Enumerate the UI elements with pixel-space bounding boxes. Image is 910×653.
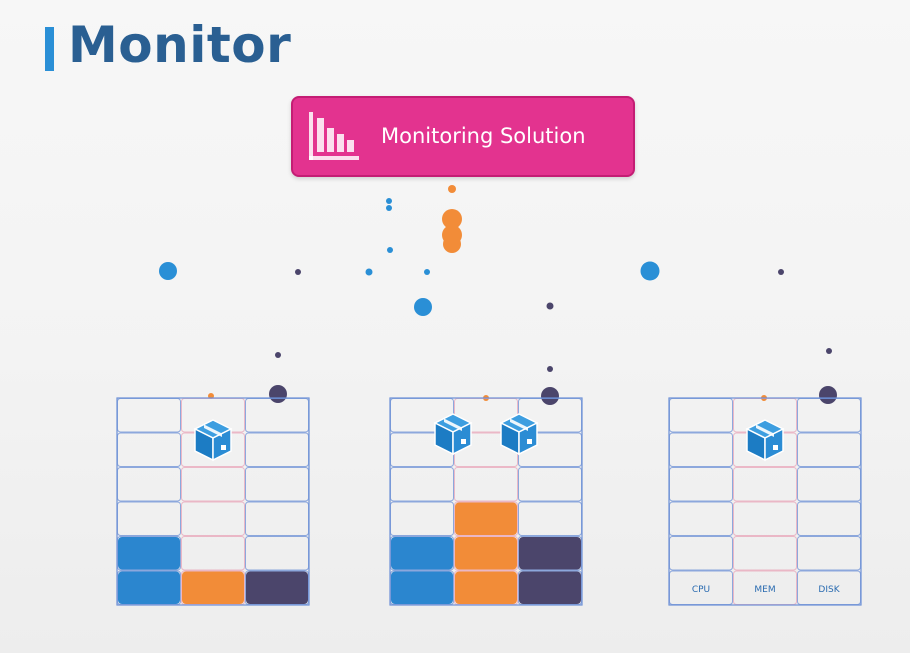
- metric-dot: [778, 269, 784, 275]
- grid-cell: [797, 467, 861, 502]
- disk-usage-block: [519, 537, 581, 570]
- grid-cell: [245, 398, 309, 433]
- metric-dot: [424, 269, 430, 275]
- grid-cell: [181, 536, 245, 571]
- column-label-mem: MEM: [754, 585, 775, 595]
- grid-cell: [117, 467, 181, 502]
- metric-dot: [819, 386, 837, 404]
- grid-cell: [518, 467, 582, 502]
- grid-cell: [797, 536, 861, 571]
- mem-usage-block: [455, 571, 517, 604]
- metric-dot: [275, 352, 281, 358]
- metric-dot: [541, 387, 559, 405]
- column-label-cpu: CPU: [692, 585, 710, 595]
- mem-usage-block: [182, 571, 244, 604]
- node-border: [668, 397, 862, 606]
- grid-cell: [117, 398, 181, 433]
- grid-cell: [669, 432, 733, 467]
- grid-cell: [245, 501, 309, 536]
- cpu-usage-block: [118, 537, 180, 570]
- title-accent-bar: [45, 27, 54, 71]
- metric-dot: [826, 348, 832, 354]
- metric-dot: [442, 209, 462, 229]
- grid-cell: [518, 501, 582, 536]
- grid-cell: [669, 398, 733, 433]
- metric-dot: [414, 298, 432, 316]
- metric-dot: [443, 235, 461, 253]
- metric-dot: [387, 247, 393, 253]
- node-border: [116, 397, 310, 606]
- grid-cell: [245, 432, 309, 467]
- grid-cell: [454, 536, 518, 571]
- disk-usage-block: [246, 571, 308, 604]
- page-title: Monitor: [68, 16, 292, 74]
- cube-icon: [499, 413, 539, 456]
- cube-icon: [745, 419, 785, 462]
- cube-icon: [193, 419, 233, 462]
- grid-cell: [454, 501, 518, 536]
- node-1: [116, 397, 310, 606]
- grid-cell: [669, 467, 733, 502]
- grid-cell: [733, 467, 797, 502]
- metric-dot: [386, 205, 392, 211]
- grid-cell: [454, 467, 518, 502]
- grid-cell: [390, 501, 454, 536]
- node-3: CPU MEM DISK: [668, 397, 862, 606]
- node-border: [389, 397, 583, 606]
- mem-usage-block: [455, 502, 517, 535]
- grid-cell: [797, 501, 861, 536]
- cpu-usage-block: [118, 571, 180, 604]
- grid-cell: [181, 467, 245, 502]
- metric-dot: [547, 366, 553, 372]
- grid-cell: [117, 432, 181, 467]
- node-2: [389, 397, 583, 606]
- metric-dot: [365, 268, 373, 276]
- metric-dot: [546, 302, 554, 310]
- grid-cell: [669, 501, 733, 536]
- metric-dot: [448, 185, 456, 193]
- grid-cell: [390, 467, 454, 502]
- grid-cell: [181, 501, 245, 536]
- disk-usage-block: [519, 571, 581, 604]
- mem-usage-block: [455, 537, 517, 570]
- metric-dot: [386, 198, 392, 204]
- cpu-usage-block: [391, 571, 453, 604]
- monitoring-solution-box: Monitoring Solution: [291, 96, 635, 177]
- grid-cell: [733, 501, 797, 536]
- grid-cell: [117, 501, 181, 536]
- grid-cell: [733, 536, 797, 571]
- grid-cell: [669, 536, 733, 571]
- column-label-disk: DISK: [818, 585, 840, 595]
- grid-cell: [797, 398, 861, 433]
- grid-cell: [245, 536, 309, 571]
- grid-cell: [797, 432, 861, 467]
- cube-icon: [433, 413, 473, 456]
- bar-chart-icon: [309, 112, 359, 160]
- cpu-usage-block: [391, 537, 453, 570]
- metric-dot: [159, 262, 177, 280]
- metric-dot: [295, 269, 301, 275]
- grid-cell: [245, 467, 309, 502]
- metric-dot: [640, 261, 660, 281]
- monitoring-solution-label: Monitoring Solution: [381, 124, 586, 148]
